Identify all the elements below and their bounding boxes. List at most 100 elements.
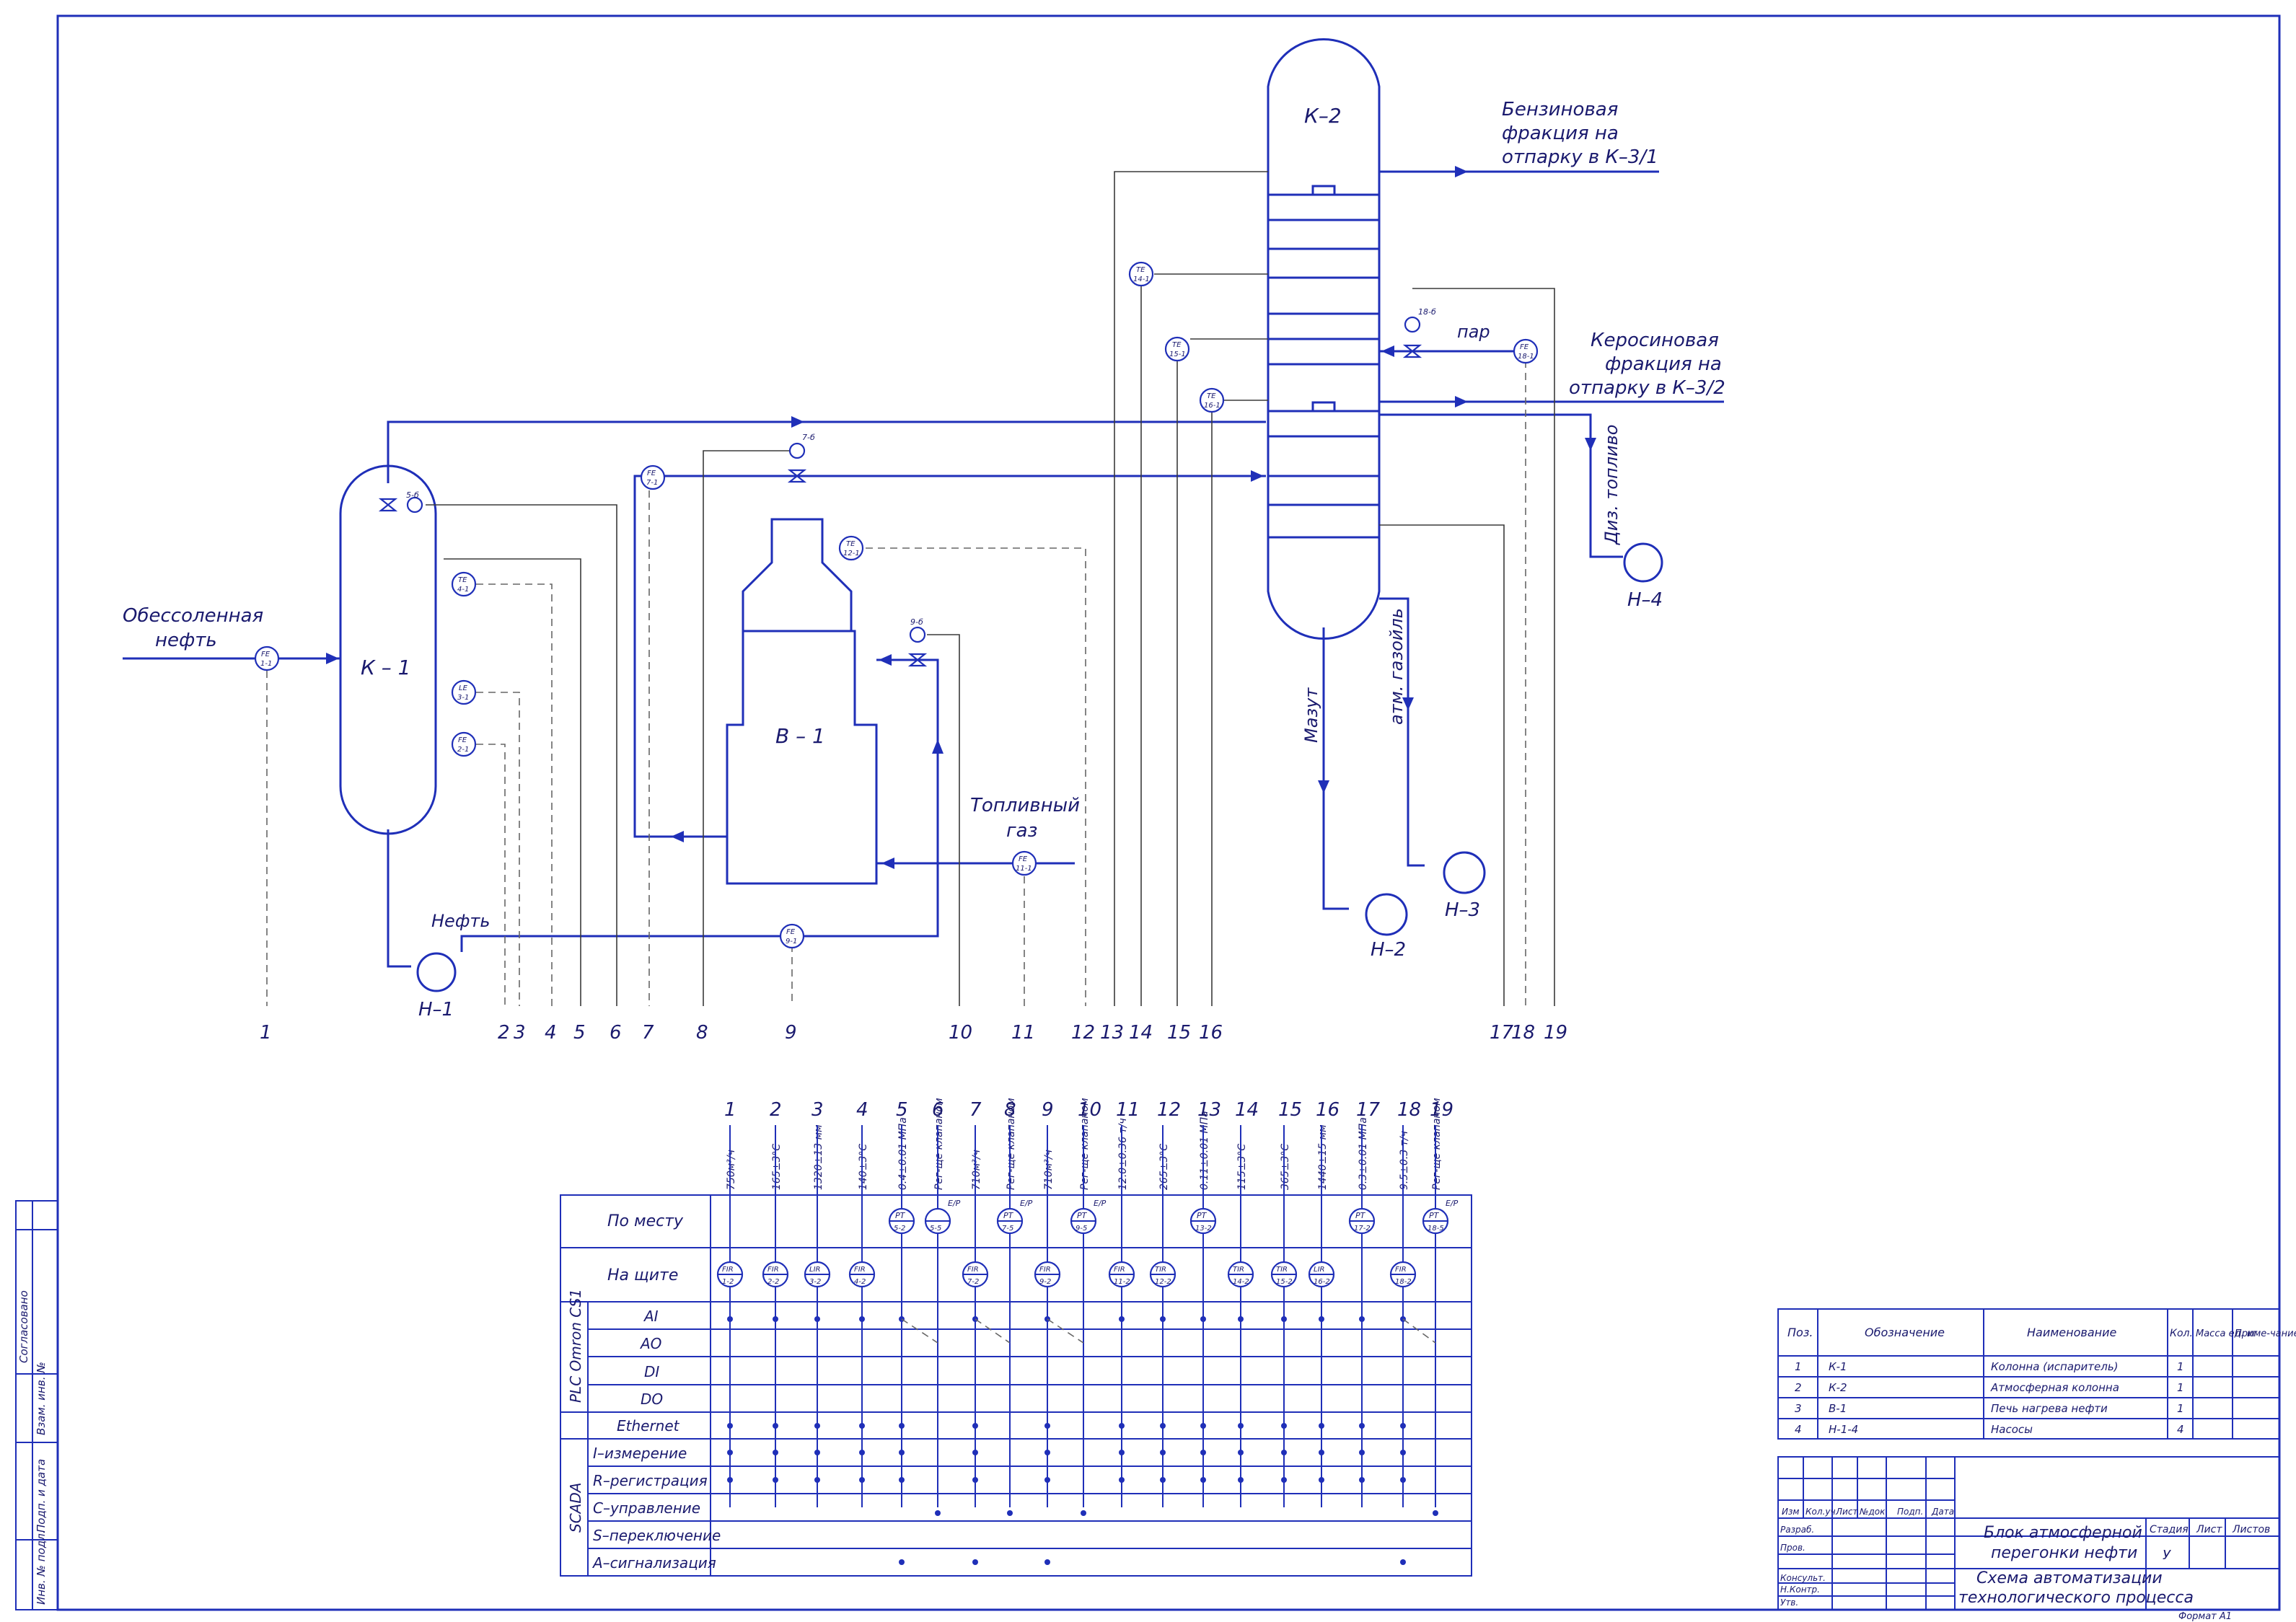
svg-text:2: 2 (1795, 1381, 1802, 1394)
title-block: Изм Кол.уч Лист №док Подп. Дата Разраб. … (1777, 1456, 2280, 1622)
svg-text:1: 1 (2177, 1360, 2184, 1373)
sheet-frame (56, 14, 2281, 1611)
svg-text:14-1: 14-1 (1133, 276, 1150, 283)
svg-text:FE: FE (261, 651, 270, 658)
loop-spec: Рег-ще клапаном (1006, 1098, 1017, 1190)
svg-text:FE: FE (1520, 343, 1529, 351)
h3-label: Н–3 (1445, 899, 1480, 921)
spec-h-designation: Обозначение (1865, 1326, 1945, 1339)
doc-1: Схема автоматизации (1976, 1569, 2163, 1587)
row-ethernet: Ethernet (617, 1417, 680, 1434)
loop-spec: Рег-ще клапаном (1431, 1098, 1443, 1190)
svg-text:Лист: Лист (1835, 1507, 1858, 1517)
svg-text:18-1: 18-1 (1518, 353, 1534, 361)
loop-number: 10 (949, 1022, 972, 1044)
connection-dot (1044, 1450, 1050, 1455)
pump-h2 (1365, 893, 1408, 936)
pump-h3 (1443, 851, 1486, 894)
valve-5b: 5-б (378, 490, 423, 514)
svg-text:7-2: 7-2 (967, 1278, 979, 1286)
svg-text:FIR: FIR (722, 1266, 734, 1274)
svg-text:TIR: TIR (1276, 1266, 1288, 1274)
column-number: 15 (1278, 1099, 1302, 1121)
svg-text:18-б: 18-б (1418, 307, 1436, 317)
ao-link (1047, 1318, 1084, 1344)
steam-label: пар (1457, 322, 1490, 342)
column-number: 12 (1157, 1099, 1181, 1121)
svg-text:PT: PT (1355, 1211, 1366, 1220)
svg-text:15-1: 15-1 (1169, 351, 1186, 358)
connection-dot (814, 1423, 820, 1429)
connection-dot (1400, 1559, 1406, 1565)
gasoline-label-1: Бензиновая (1502, 99, 1618, 120)
svg-text:PT: PT (1077, 1211, 1088, 1220)
connection-dot (1238, 1477, 1244, 1483)
svg-text:К-1: К-1 (1829, 1360, 1847, 1373)
loop-spec: Рег-ще клапаном (1079, 1098, 1091, 1190)
connection-dot (1400, 1477, 1406, 1483)
ao-link (901, 1318, 938, 1344)
svg-text:FE: FE (458, 736, 467, 744)
loop-number: 19 (1544, 1022, 1567, 1044)
h1-label: Н–1 (418, 999, 454, 1021)
svg-text:FIR: FIR (854, 1266, 866, 1274)
furnace-b1: В – 1 (726, 518, 878, 885)
connection-dot (1433, 1510, 1438, 1516)
loop-spec: 710м³/ч (971, 1150, 982, 1190)
svg-text:TIR: TIR (1233, 1266, 1244, 1274)
instrument-bubble: FE1-1 (254, 645, 280, 671)
svg-text:Н.Контр.: Н.Контр. (1780, 1584, 1820, 1595)
svg-text:4: 4 (2177, 1423, 2184, 1436)
connection-dot (859, 1316, 865, 1322)
loop-number: 14 (1129, 1022, 1153, 1044)
feed-label-2: нефть (155, 630, 217, 651)
instrument-bubble: FE 2-1 (451, 731, 477, 757)
loop-number: 4 (545, 1022, 557, 1044)
svg-text:FIR: FIR (1395, 1266, 1407, 1274)
gasoil-label: атм. газойль (1386, 608, 1407, 725)
connection-dot (899, 1559, 905, 1565)
svg-text:5-5: 5-5 (930, 1225, 941, 1233)
svg-text:3-2: 3-2 (809, 1278, 821, 1286)
connection-dot (972, 1559, 978, 1565)
loop-spec: Рег-ще клапаном (933, 1098, 945, 1190)
ao-link (975, 1318, 1011, 1344)
loop-number: 3 (514, 1022, 526, 1044)
kerosene-label-1: Керосиновая (1591, 330, 1719, 351)
column-number: 2 (770, 1099, 782, 1121)
svg-text:FE: FE (647, 470, 656, 477)
connection-dot (1319, 1450, 1324, 1455)
svg-text:№док: №док (1859, 1507, 1886, 1517)
svg-text:E/P: E/P (1020, 1199, 1033, 1208)
connection-dot (727, 1450, 733, 1455)
k2-label: К–2 (1304, 104, 1342, 128)
connection-dot (1160, 1423, 1166, 1429)
svg-text:3-1: 3-1 (457, 694, 469, 702)
row-do: DO (641, 1390, 663, 1408)
connection-dot (1359, 1316, 1365, 1322)
loop-spec: 1440±15 мм (1317, 1124, 1329, 1190)
svg-text:К-2: К-2 (1829, 1381, 1847, 1394)
row-c: C–управление (593, 1499, 700, 1517)
svg-text:5-2: 5-2 (894, 1225, 905, 1233)
svg-text:LIR: LIR (1314, 1266, 1324, 1274)
svg-text:12-1: 12-1 (843, 550, 860, 557)
oil-label: Нефть (431, 911, 490, 931)
svg-text:2-1: 2-1 (457, 746, 469, 754)
svg-text:1: 1 (1795, 1360, 1802, 1373)
loop-spec: 0.3±0.01 МПа (1358, 1117, 1369, 1190)
connection-dot (1007, 1510, 1013, 1516)
fuel-oil-label: Мазут (1301, 687, 1321, 743)
column-number: 14 (1235, 1099, 1259, 1121)
svg-text:Подп.: Подп. (1897, 1507, 1923, 1517)
svg-text:Лист: Лист (2196, 1524, 2222, 1535)
svg-text:TE: TE (1136, 266, 1145, 274)
loop-spec: 750м³/ч (726, 1150, 737, 1190)
connection-dot (1359, 1450, 1365, 1455)
svg-text:1: 1 (2177, 1402, 2184, 1415)
